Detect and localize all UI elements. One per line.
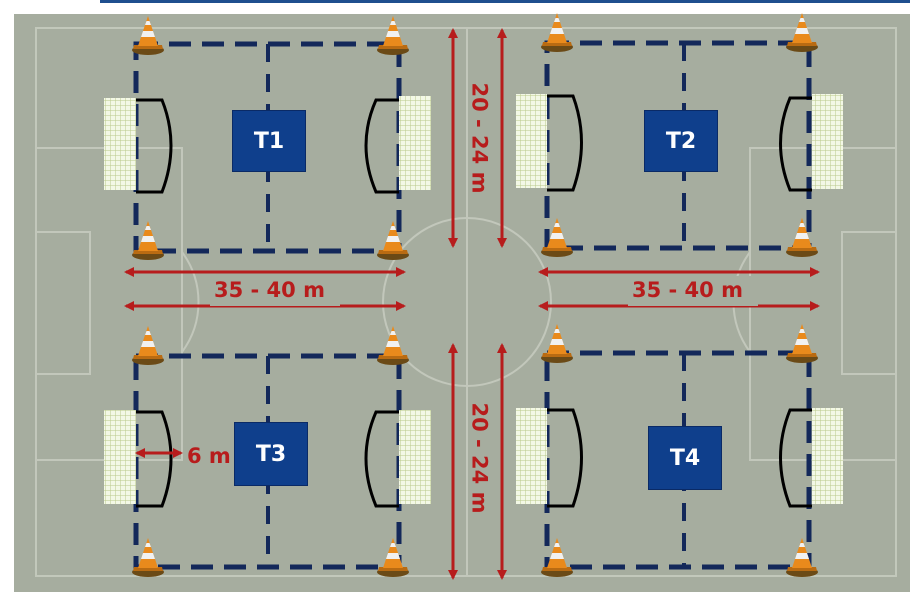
width-label-bottom: 20 - 24 m xyxy=(467,402,492,514)
team-label-t1: T1 xyxy=(232,110,306,172)
goals xyxy=(104,94,843,504)
goal-net xyxy=(812,94,843,189)
team-label-t3: T3 xyxy=(234,422,308,486)
team-label-t2: T2 xyxy=(644,110,718,172)
goal-net xyxy=(104,98,136,190)
goal-areas xyxy=(136,94,812,508)
length-label-right: 35 - 40 m xyxy=(632,278,743,302)
team-label-t4: T4 xyxy=(648,426,722,490)
goal-net xyxy=(516,94,547,188)
goal-area-depth-label: 6 m xyxy=(187,444,231,468)
goal-net xyxy=(104,410,136,504)
length-label-left: 35 - 40 m xyxy=(214,278,325,302)
header-rule xyxy=(100,0,910,3)
width-label-top: 20 - 24 m xyxy=(467,82,492,194)
goal-net xyxy=(399,96,431,190)
goal-net xyxy=(399,410,431,504)
goal-net xyxy=(812,408,843,504)
goal-net xyxy=(516,408,547,504)
